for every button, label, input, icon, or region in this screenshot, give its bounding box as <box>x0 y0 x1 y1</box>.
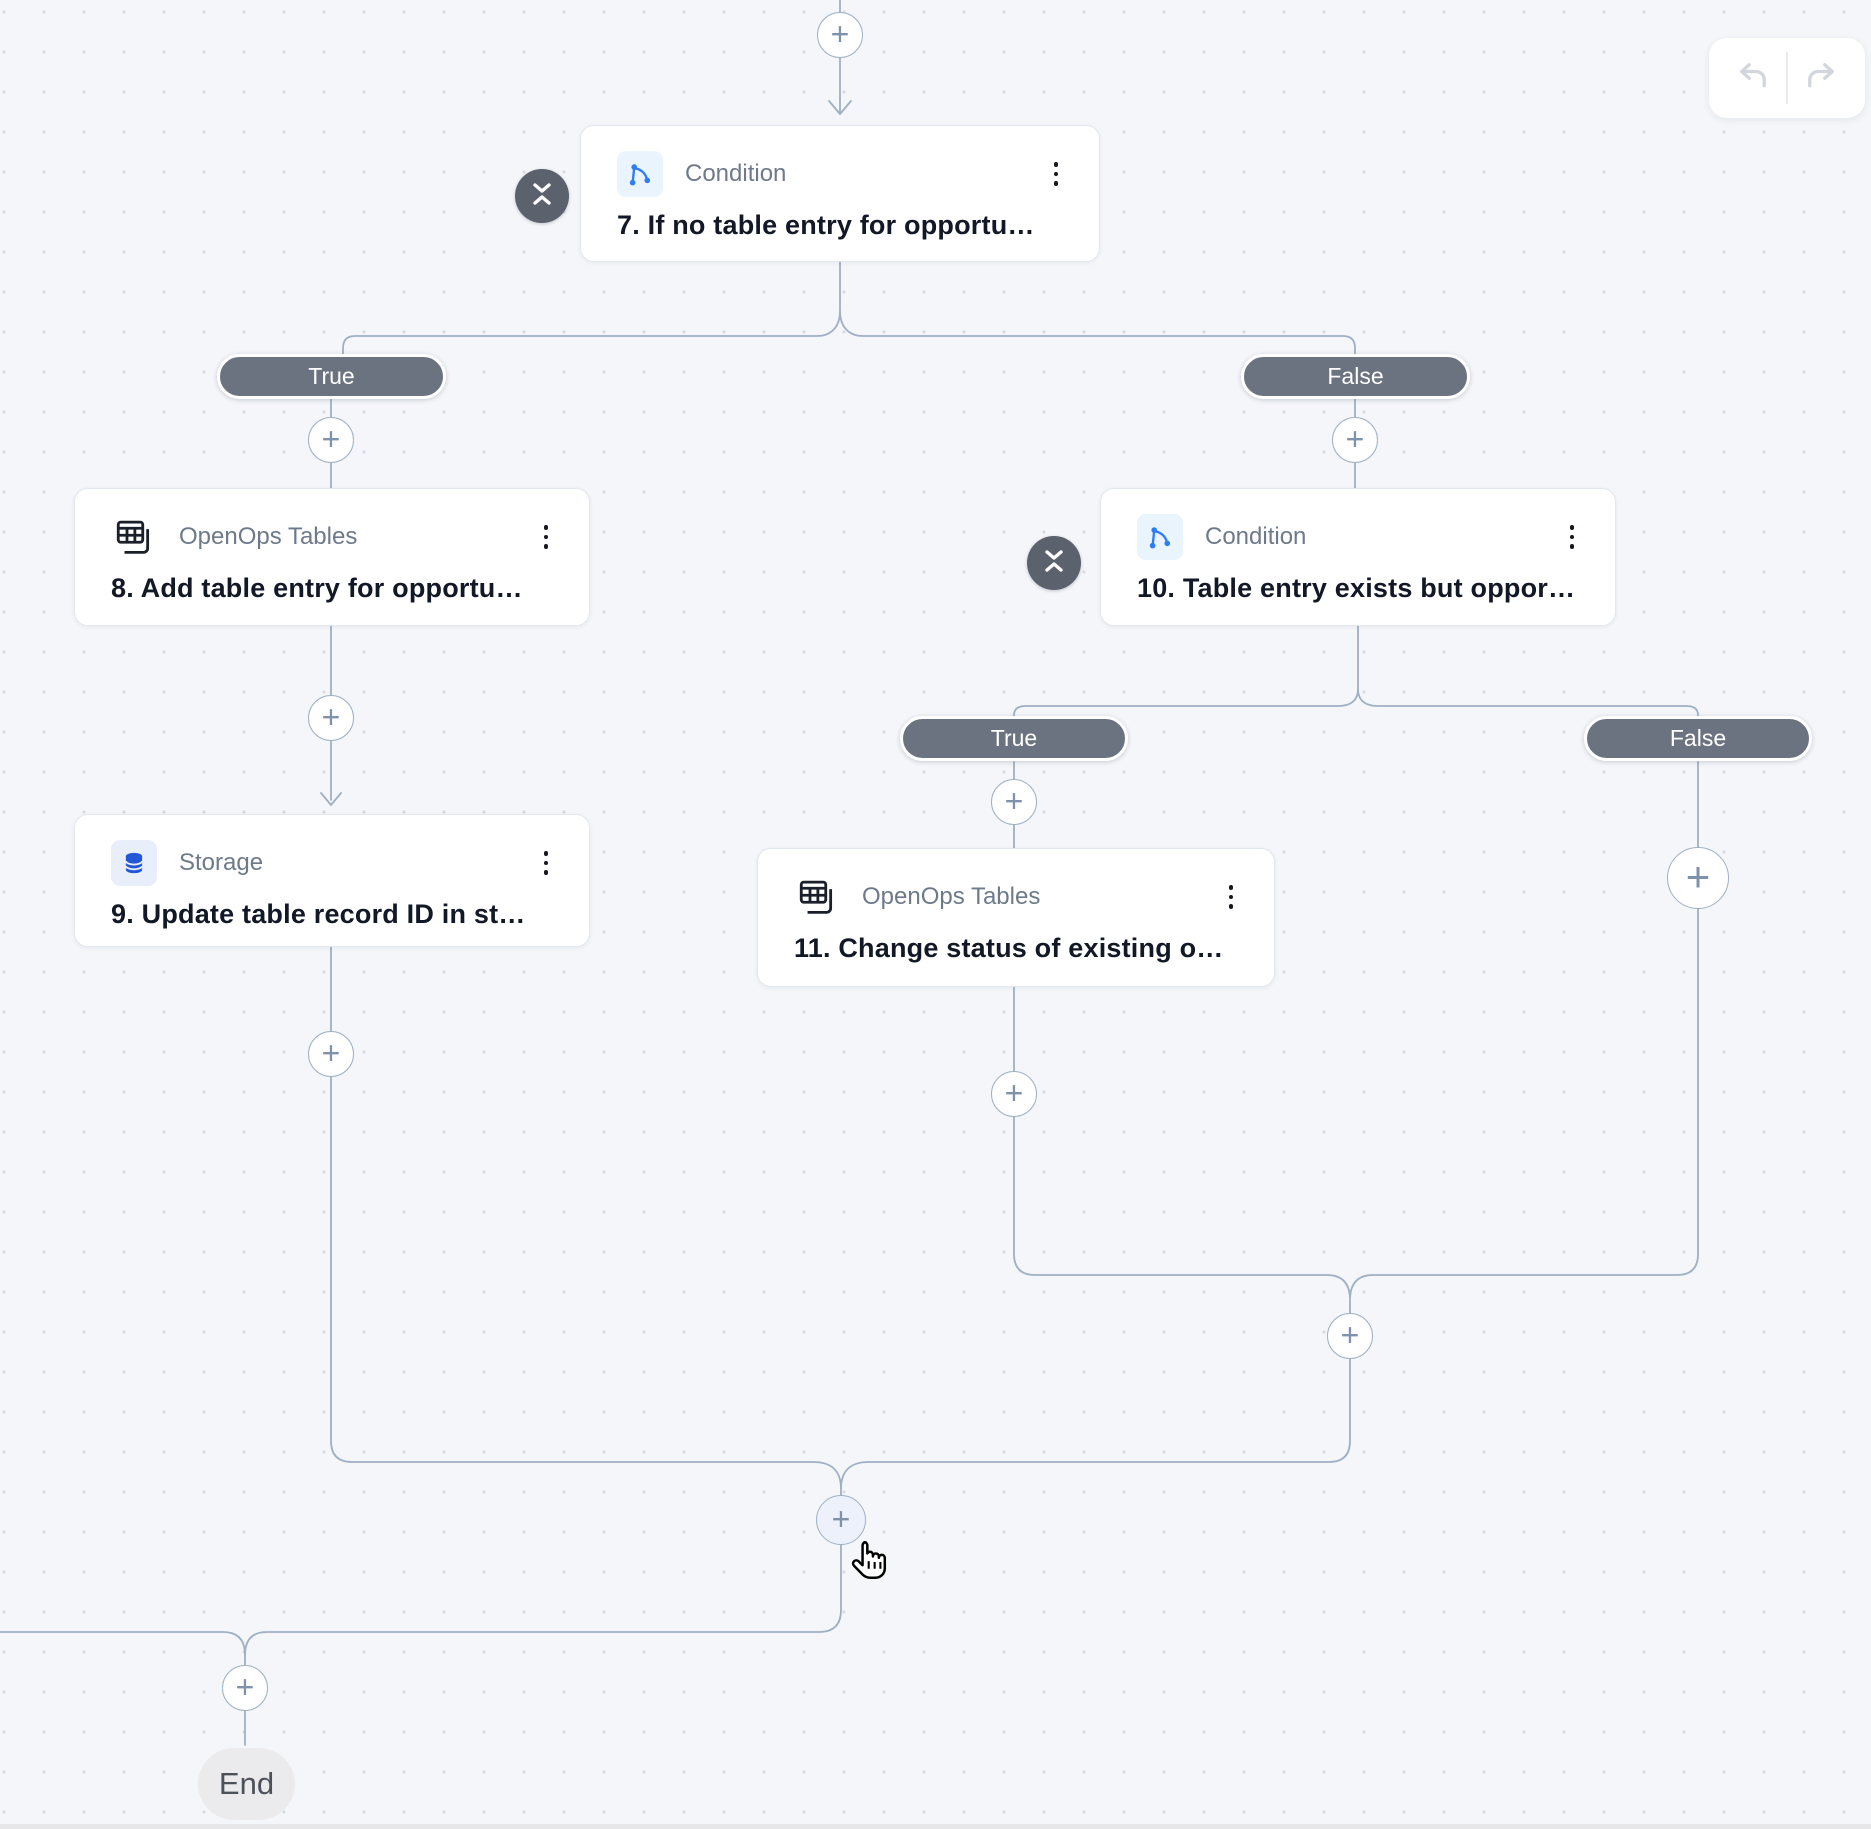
redo-button[interactable] <box>1788 48 1854 108</box>
collapse-icon <box>527 179 557 214</box>
step-node-condition-7[interactable]: Condition 7. If no table entry for oppor… <box>580 125 1100 262</box>
step-title: 11. Change status of existing o… <box>794 933 1224 963</box>
end-node: End <box>198 1748 295 1820</box>
undo-button[interactable] <box>1720 48 1786 108</box>
add-step-button[interactable]: + <box>991 779 1037 825</box>
step-title: 9. Update table record ID in st… <box>111 899 526 929</box>
branch-label-true: True <box>900 716 1128 761</box>
step-app-label: Condition <box>685 160 787 187</box>
node-menu-button[interactable] <box>1043 154 1069 194</box>
add-step-button[interactable]: + <box>222 1665 268 1711</box>
add-step-button[interactable]: + <box>308 695 354 741</box>
window-bottom-edge <box>0 1824 1871 1829</box>
step-node-tables-8[interactable]: OpenOps Tables 8. Add table entry for op… <box>74 488 590 626</box>
step-node-tables-11[interactable]: OpenOps Tables 11. Change status of exis… <box>757 848 1275 987</box>
node-menu-button[interactable] <box>1218 877 1244 917</box>
branch-label-text: True <box>308 363 355 389</box>
end-label: End <box>218 1766 275 1801</box>
add-step-button[interactable]: + <box>308 1031 354 1077</box>
add-step-button[interactable]: + <box>1327 1313 1373 1359</box>
branch-label-text: False <box>1669 725 1727 751</box>
add-step-button-hovered[interactable]: + <box>816 1495 866 1545</box>
add-step-button[interactable]: + <box>308 417 354 463</box>
history-toolbar <box>1709 38 1865 118</box>
step-app-label: Condition <box>1205 523 1307 550</box>
add-step-button[interactable]: + <box>991 1071 1037 1117</box>
node-menu-button[interactable] <box>533 517 559 557</box>
add-step-button[interactable]: + <box>1332 417 1378 463</box>
tables-icon <box>794 874 840 920</box>
condition-branch-icon <box>617 151 663 197</box>
node-menu-button[interactable] <box>533 843 559 883</box>
condition-branch-icon <box>1137 514 1183 560</box>
mouse-cursor-pointer <box>848 1538 894 1593</box>
collapse-branch-button[interactable] <box>1027 536 1081 590</box>
branch-label-false: False <box>1241 354 1470 399</box>
tables-icon <box>111 514 157 560</box>
step-app-label: OpenOps Tables <box>179 523 358 550</box>
add-step-button[interactable]: + <box>1667 847 1729 909</box>
storage-database-icon <box>111 840 157 886</box>
collapse-icon <box>1039 546 1069 581</box>
step-node-condition-10[interactable]: Condition 10. Table entry exists but opp… <box>1100 488 1616 626</box>
undo-icon <box>1735 58 1771 99</box>
step-title: 8. Add table entry for opportu… <box>111 573 523 603</box>
branch-label-text: True <box>990 725 1038 751</box>
redo-icon <box>1803 58 1839 99</box>
branch-label-true: True <box>217 354 446 399</box>
step-title: 7. If no table entry for opportu… <box>617 210 1035 240</box>
step-app-label: Storage <box>179 849 264 876</box>
node-menu-button[interactable] <box>1559 517 1585 557</box>
branch-label-false: False <box>1584 716 1812 761</box>
step-node-storage-9[interactable]: Storage 9. Update table record ID in st… <box>74 814 590 947</box>
add-step-button[interactable]: + <box>817 12 863 58</box>
collapse-branch-button[interactable] <box>515 169 569 223</box>
step-app-label: OpenOps Tables <box>862 883 1041 910</box>
toolbar-divider <box>1786 52 1788 104</box>
branch-label-text: False <box>1327 363 1384 389</box>
step-title: 10. Table entry exists but oppor… <box>1137 573 1576 603</box>
